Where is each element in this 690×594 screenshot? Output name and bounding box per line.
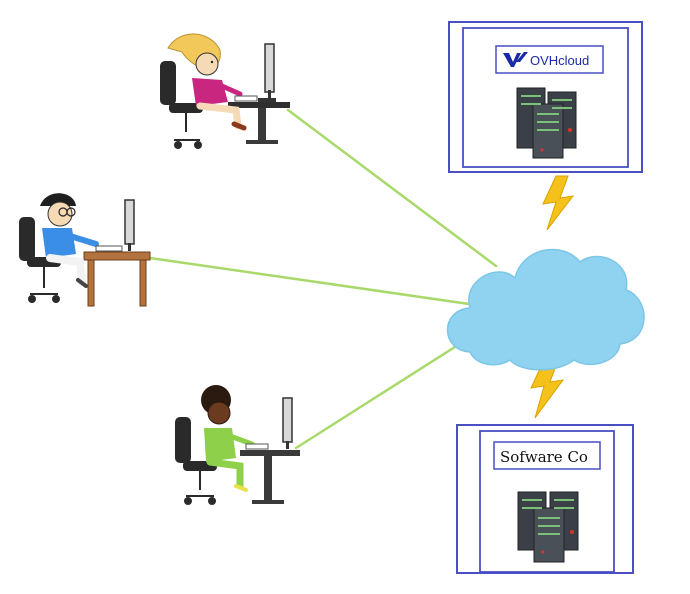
keyboard-icon (234, 95, 258, 102)
person-boy-glasses-icon (40, 193, 99, 288)
chair-icon (160, 61, 203, 149)
desk (240, 450, 300, 504)
keyboard-icon (95, 245, 123, 252)
monitor-icon (124, 199, 135, 251)
ovh-label: OVHcloud (530, 53, 589, 68)
ovh-server-rack-icon (516, 87, 577, 159)
user-girl-blonde-at-desk (160, 33, 290, 149)
person-curly-girl-icon (201, 385, 255, 492)
software-co-inner-frame (479, 430, 615, 573)
ovh-datacenter-box: OVHcloud (448, 21, 643, 173)
desk (83, 251, 151, 307)
link-girl-blonde-cloud (286, 108, 498, 268)
ovh-label-box (495, 45, 604, 74)
keyboard-icon (245, 443, 269, 450)
link-girl-curly-cloud (294, 343, 460, 450)
software-co-outer-frame (456, 424, 634, 574)
software-co-box: Sofware Co (456, 424, 634, 574)
cloud-icon (446, 248, 645, 371)
person-blonde-girl-icon (167, 33, 247, 131)
software-co-server-rack-icon (517, 491, 579, 563)
user-girl-curly-at-desk (175, 385, 300, 505)
ovh-logo-icon (503, 52, 528, 67)
user-boy-glasses-at-desk (19, 193, 151, 307)
software-co-label-box (493, 441, 601, 470)
ovh-inner-frame (462, 27, 629, 168)
monitor-icon (258, 43, 276, 102)
software-co-label: Sofware Co (500, 448, 588, 466)
desk (228, 102, 290, 144)
link-boy-cloud (148, 256, 478, 307)
monitor-icon (282, 397, 293, 449)
connection-lines (148, 108, 498, 450)
ovh-outer-frame (448, 21, 643, 173)
lightning-bolt-top-icon (542, 175, 575, 231)
